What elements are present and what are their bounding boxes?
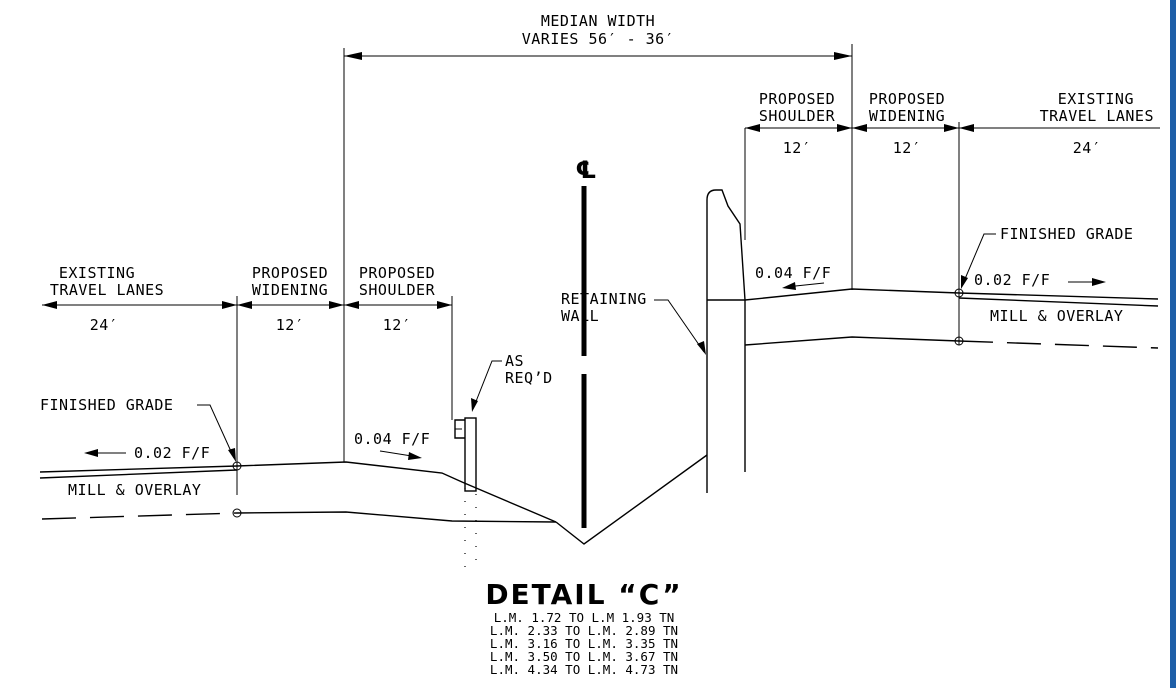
right-shoulder-label-1: PROPOSED — [759, 90, 835, 108]
right-slope-lanes-label: 0.02 F/F — [974, 271, 1050, 289]
centerline: ℄ — [575, 156, 597, 528]
detail-range-2: L.M. 2.33 TO L.M. 2.89 TN — [490, 623, 678, 638]
right-widening-label-1: PROPOSED — [869, 90, 945, 108]
frame-edge — [1170, 0, 1176, 688]
retaining-wall-label-1: RETAINING — [561, 290, 647, 308]
right-lanes-label-2: TRAVEL LANES — [1040, 107, 1154, 125]
right-lanes-dim: 24′ — [1073, 139, 1102, 157]
right-annotations: FINISHED GRADE 0.04 F/F 0.02 F/F MILL & … — [755, 225, 1133, 325]
centerline-symbol: ℄ — [575, 156, 597, 184]
left-annotations: FINISHED GRADE 0.02 F/F 0.04 F/F MILL & … — [40, 396, 430, 499]
median-width-dimension: MEDIAN WIDTH VARIES 56′ - 36′ — [343, 12, 853, 462]
left-widening-dim: 12′ — [276, 316, 305, 334]
detail-range-4: L.M. 3.50 TO L.M. 3.67 TN — [490, 649, 678, 664]
retaining-wall: RETAINING WALL — [561, 189, 746, 493]
right-lanes-label-1: EXISTING — [1058, 90, 1134, 108]
right-widening-dim: 12′ — [893, 139, 922, 157]
left-shoulder-dim: 12′ — [383, 316, 412, 334]
detail-range-3: L.M. 3.16 TO L.M. 3.35 TN — [490, 636, 678, 651]
pavement-profile — [39, 288, 1159, 570]
as-reqd-label-2: REQ’D — [505, 369, 553, 387]
left-slope-shoulder-label: 0.04 F/F — [354, 430, 430, 448]
left-widening-label-1: PROPOSED — [252, 264, 328, 282]
detail-title: DETAIL “C” — [485, 578, 682, 611]
left-shoulder-label-1: PROPOSED — [359, 264, 435, 282]
left-lanes-dim: 24′ — [90, 316, 119, 334]
right-finished-grade-label: FINISHED GRADE — [1000, 225, 1133, 243]
median-width-label-2: VARIES 56′ - 36′ — [522, 30, 675, 48]
left-widening-label-2: WIDENING — [252, 281, 328, 299]
detail-range-5: L.M. 4.34 TO L.M. 4.73 TN — [490, 662, 678, 677]
right-slope-shoulder-label: 0.04 F/F — [755, 264, 831, 282]
right-mill-overlay-label: MILL & OVERLAY — [990, 307, 1123, 325]
left-shoulder-label-2: SHOULDER — [359, 281, 436, 299]
left-slope-lanes-label: 0.02 F/F — [134, 444, 210, 462]
left-mill-overlay-label: MILL & OVERLAY — [68, 481, 201, 499]
detail-title-block: DETAIL “C” L.M. 1.72 TO L.M 1.93 TN L.M.… — [485, 578, 682, 677]
right-widening-label-2: WIDENING — [869, 107, 945, 125]
as-reqd-label-1: AS — [505, 352, 524, 370]
guardrail: AS REQ’D — [454, 352, 553, 492]
left-finished-grade-label: FINISHED GRADE — [40, 396, 173, 414]
right-shoulder-dim: 12′ — [783, 139, 812, 157]
left-lanes-label-2: TRAVEL LANES — [50, 281, 164, 299]
retaining-wall-label-2: WALL — [561, 307, 599, 325]
left-lanes-label-1: EXISTING — [59, 264, 135, 282]
right-shoulder-label-2: SHOULDER — [759, 107, 836, 125]
median-width-label-1: MEDIAN WIDTH — [541, 12, 655, 30]
left-dimension-labels: EXISTING TRAVEL LANES PROPOSED WIDENING … — [42, 264, 453, 495]
right-dimension-labels: PROPOSED SHOULDER PROPOSED WIDENING EXIS… — [744, 90, 1160, 345]
detail-range-1: L.M. 1.72 TO L.M 1.93 TN — [494, 610, 675, 625]
